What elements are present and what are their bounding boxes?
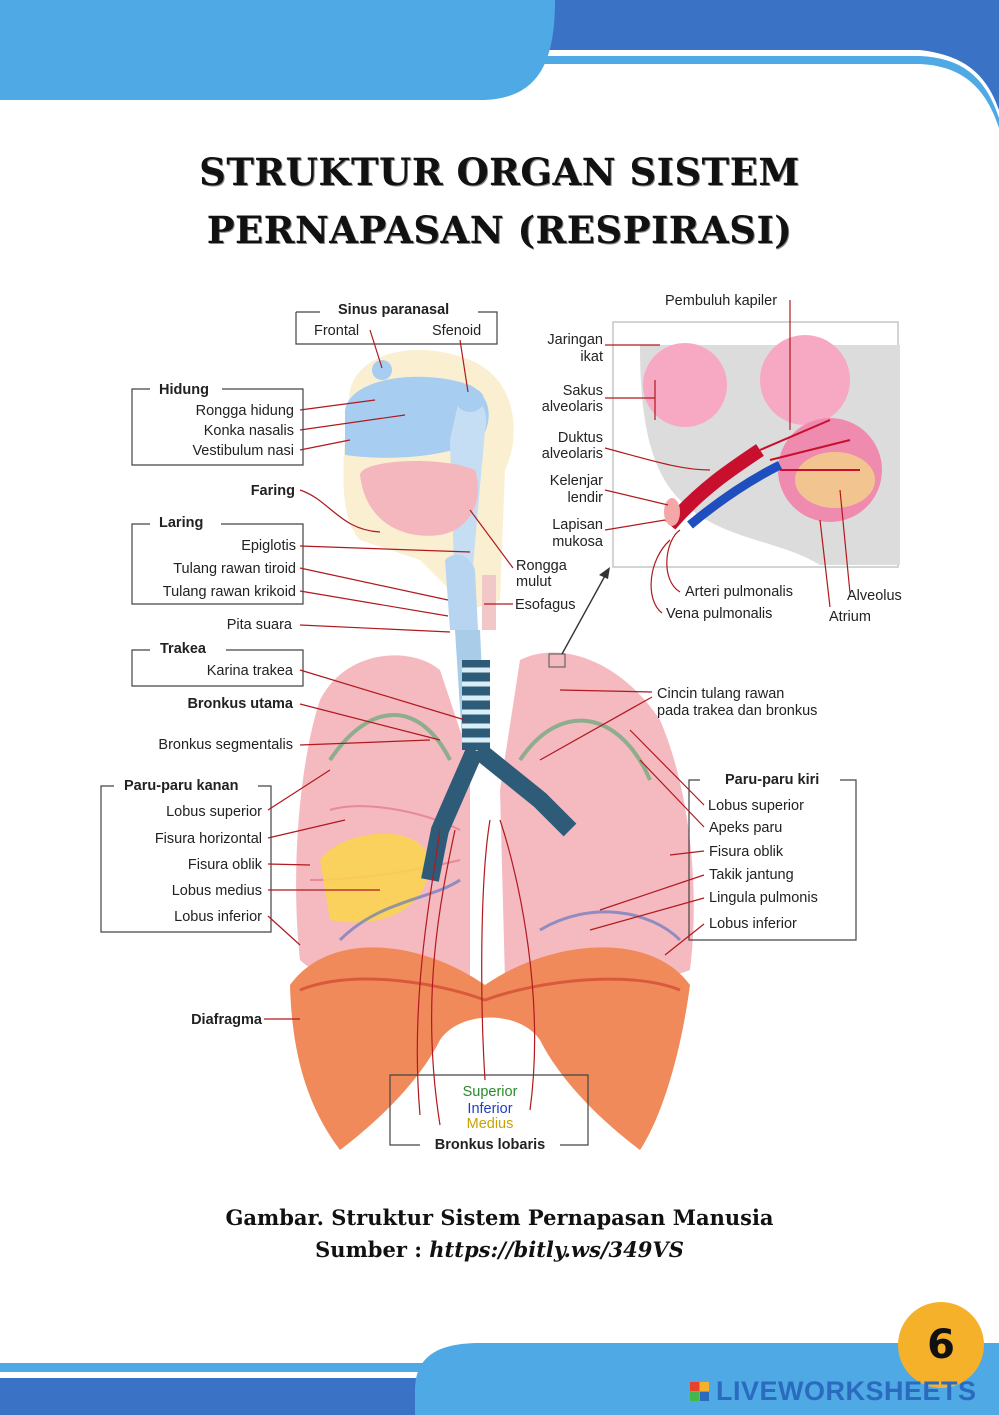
label-sakus-alveolaris-1: Sakus (562, 383, 603, 399)
label-arteri-pulmonalis: Arteri pulmonalis (685, 584, 793, 600)
liveworksheets-logo: LIVEWORKSHEETS (690, 1376, 977, 1407)
page-number: 6 (927, 1322, 955, 1368)
top-banner-dark (500, 0, 999, 110)
label-medius: Medius (466, 1116, 514, 1132)
label-kiri-apeks-paru: Apeks paru (709, 820, 783, 836)
label-lapisan-mukosa-1: Lapisan (552, 517, 603, 533)
page-title-line1: STRUKTUR ORGAN SISTEM (199, 150, 800, 194)
head-airway-illustration (343, 350, 514, 740)
label-kanan-lobus-inferior: Lobus inferior (174, 909, 262, 925)
label-inferior: Inferior (467, 1101, 513, 1117)
label-kanan-lobus-superior: Lobus superior (166, 804, 262, 820)
source-prefix: Sumber : (315, 1237, 430, 1262)
top-banner-light-stripe (500, 56, 999, 128)
label-jaringan-ikat-1: Jaringan (547, 332, 603, 348)
label-duktus-alveolaris-2: alveolaris (541, 446, 603, 462)
label-frontal: Frontal (314, 323, 360, 339)
label-paru-kanan: Paru-paru kanan (124, 778, 239, 794)
label-tulang-rawan-krikoid: Tulang rawan krikoid (162, 584, 296, 600)
label-kiri-fisura-oblik: Fisura oblik (709, 844, 784, 860)
label-laring: Laring (159, 515, 204, 531)
bottom-banner-dark (0, 1378, 460, 1415)
label-tulang-rawan-tiroid: Tulang rawan tiroid (173, 561, 296, 577)
label-bronkus-lobaris: Bronkus lobaris (434, 1137, 546, 1153)
bottom-banner-light (415, 1343, 999, 1415)
liveworksheets-logo-icon (690, 1381, 710, 1402)
label-paru-kiri: Paru-paru kiri (725, 772, 820, 788)
alveoli-inset (612, 321, 900, 568)
top-banner-light (0, 0, 555, 100)
label-sfenoid: Sfenoid (432, 323, 482, 339)
label-vestibulum-nasi: Vestibulum nasi (192, 443, 294, 459)
label-rongga-hidung: Rongga hidung (195, 403, 294, 419)
label-pembuluh-kapiler: Pembuluh kapiler (665, 293, 778, 309)
label-pita-suara: Pita suara (226, 617, 292, 633)
leader-lines (264, 300, 851, 1126)
label-atrium: Atrium (829, 609, 871, 625)
label-kiri-lingula-pulmonis: Lingula pulmonis (709, 890, 818, 906)
label-hidung: Hidung (159, 382, 209, 398)
label-kanan-lobus-medius: Lobus medius (171, 883, 262, 899)
label-rongga-mulut-1: Rongga (516, 558, 567, 574)
label-alveolus: Alveolus (847, 588, 902, 604)
label-konka-nasalis: Konka nasalis (203, 423, 294, 439)
source-link[interactable]: https://bitly.ws/349VS (429, 1237, 684, 1262)
label-kelenjar-lendir-1: Kelenjar (549, 473, 603, 489)
label-sinus-paranasal: Sinus paranasal (338, 302, 450, 318)
label-vena-pulmonalis: Vena pulmonalis (666, 606, 773, 622)
label-bronkus-segmentalis: Bronkus segmentalis (158, 737, 293, 753)
label-jaringan-ikat-2: ikat (580, 349, 603, 365)
label-duktus-alveolaris-1: Duktus (557, 430, 603, 446)
label-esofagus: Esofagus (515, 597, 576, 613)
label-boxes (100, 311, 857, 1146)
label-cincin-1: Cincin tulang rawan (657, 686, 785, 702)
label-kelenjar-lendir-2: lendir (567, 490, 603, 506)
page-number-badge: 6 (898, 1302, 984, 1388)
label-kanan-fisura-oblik: Fisura oblik (187, 857, 262, 873)
label-bronkus-utama: Bronkus utama (187, 696, 293, 712)
label-kiri-takik-jantung: Takik jantung (709, 867, 794, 883)
label-faring: Faring (250, 483, 295, 499)
label-kanan-fisura-horizontal: Fisura horizontal (154, 831, 262, 847)
liveworksheets-logo-text: LIVEWORKSHEETS (716, 1376, 977, 1406)
label-sakus-alveolaris-2: alveolaris (541, 399, 603, 415)
label-epiglotis: Epiglotis (241, 538, 296, 554)
label-rongga-mulut-2: mulut (516, 574, 552, 590)
figure-source: Sumber : https://bitly.ws/349VS (0, 1237, 999, 1262)
label-lapisan-mukosa-2: mukosa (552, 534, 603, 550)
label-superior: Superior (462, 1084, 518, 1100)
page-title-line2: PERNAPASAN (RESPIRASI) (206, 208, 793, 252)
label-diafragma: Diafragma (191, 1012, 262, 1028)
inset-pointer (548, 567, 610, 668)
figure-caption: Gambar. Struktur Sistem Pernapasan Manus… (225, 1205, 774, 1230)
label-kiri-lobus-superior: Lobus superior (708, 798, 804, 814)
label-karina-trakea: Karina trakea (206, 663, 293, 679)
bottom-banner-stripe (0, 1363, 460, 1372)
label-trakea: Trakea (160, 641, 206, 657)
label-cincin-2: pada trakea dan bronkus (657, 703, 818, 719)
label-kiri-lobus-inferior: Lobus inferior (709, 916, 797, 932)
